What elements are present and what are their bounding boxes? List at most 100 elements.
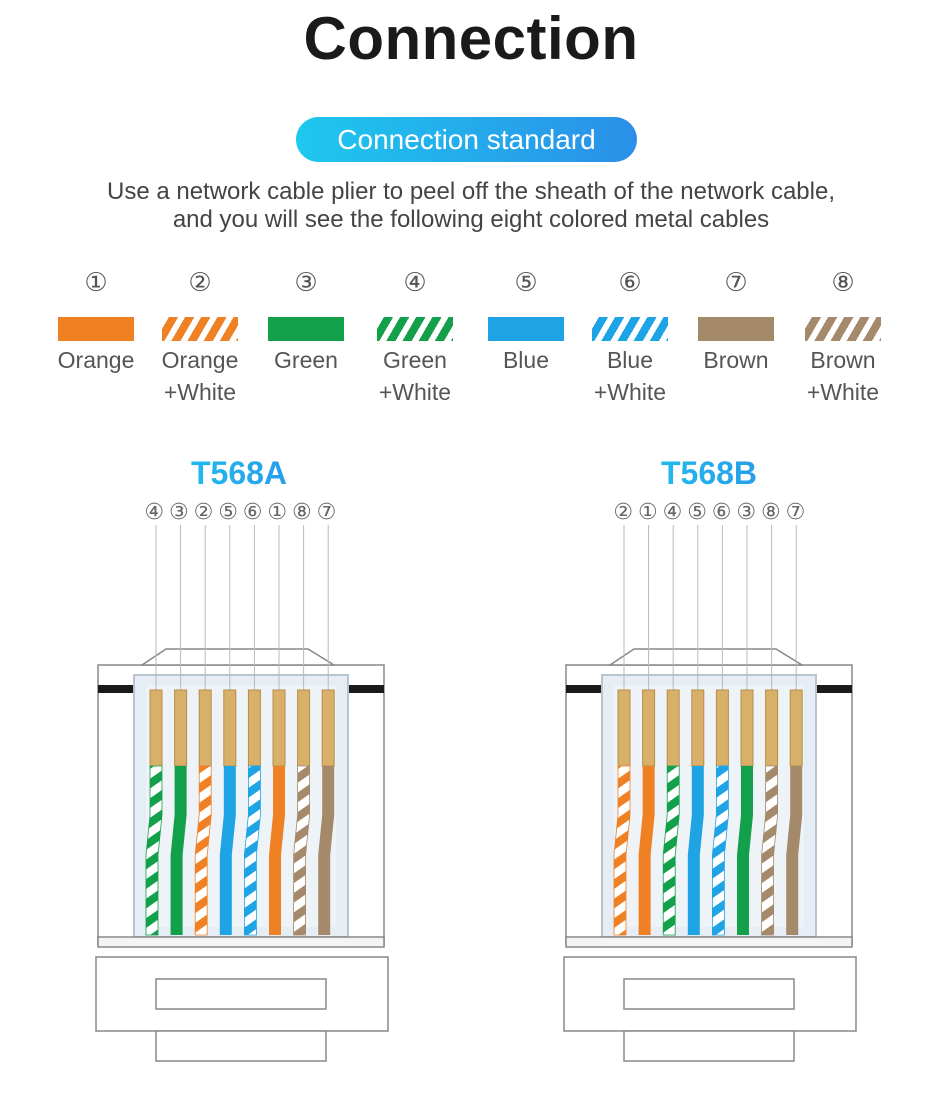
plug-collar — [565, 936, 853, 948]
wire-conductor — [761, 765, 778, 936]
pin-number: ⑤ — [687, 500, 707, 525]
legend-number: ④ — [403, 268, 427, 298]
pin-number: ⑤ — [218, 500, 238, 525]
standard-title-t568a: T568A — [139, 455, 339, 492]
page-title: Connection — [303, 5, 639, 72]
plug-cable — [155, 1030, 327, 1062]
legend-label: Green — [383, 347, 447, 373]
wire-color-legend: ① Orange ② Orange +White ③ Green ④ Green… — [0, 265, 942, 415]
rj45-plug-t568b — [563, 525, 857, 1062]
brown-white-swatch — [805, 317, 881, 341]
legend-label: Blue — [502, 347, 550, 373]
wire-conductor — [170, 766, 187, 935]
legend-number: ⑥ — [618, 268, 642, 298]
orange-swatch — [58, 317, 134, 341]
legend-item-6: ⑥ Blue +White — [575, 265, 685, 405]
legend-item-2: ② Orange +White — [145, 265, 255, 405]
legend-item-1: ① Orange — [41, 265, 151, 379]
pin-number: ① — [638, 500, 658, 525]
legend-label: Brown — [703, 347, 769, 373]
wire-conductor — [293, 765, 310, 936]
gold-contact — [642, 689, 656, 767]
standard-title-t568b: T568B — [609, 455, 809, 492]
legend-label: Green — [274, 347, 338, 373]
wire-conductor — [318, 766, 335, 935]
wire-conductor — [244, 765, 261, 936]
legend-number: ⑧ — [831, 268, 855, 298]
pin-number: ① — [267, 500, 287, 525]
pin-number: ② — [193, 500, 214, 525]
pin-number: ③ — [169, 500, 189, 525]
wire-conductor — [613, 765, 631, 936]
gold-contact — [666, 689, 680, 767]
gold-contact — [617, 689, 631, 767]
legend-item-4: ④ Green +White — [360, 265, 470, 405]
wire-conductor — [662, 765, 680, 936]
gold-contact — [149, 689, 163, 767]
orange-white-swatch — [162, 317, 238, 341]
legend-item-3: ③ Green — [251, 265, 361, 379]
pin-number: ⑥ — [711, 500, 732, 525]
description-line-1: Use a network cable plier to peel off th… — [107, 178, 835, 205]
legend-label: Orange — [161, 347, 239, 373]
plug-boot-window — [623, 978, 795, 1010]
gold-contact — [789, 689, 803, 767]
gold-contact — [198, 689, 212, 767]
wire-conductor — [687, 766, 704, 935]
gold-contact — [297, 689, 311, 767]
gold-contact — [223, 689, 237, 767]
wire-conductor — [194, 765, 212, 936]
wire-conductor — [638, 766, 655, 935]
legend-number: ① — [84, 268, 108, 298]
blue-swatch — [488, 317, 564, 341]
plug-boot-window — [155, 978, 327, 1010]
legend-item-5: ⑤ Blue — [471, 265, 581, 379]
plug-top-ridge — [139, 648, 337, 666]
pin-number: ② — [613, 500, 633, 525]
pin-number: ⑦ — [316, 500, 337, 525]
gold-contact — [715, 689, 729, 767]
legend-number: ② — [188, 268, 212, 298]
legend-label-suffix: +White — [378, 379, 452, 405]
wire-conductor — [712, 765, 729, 936]
green-white-swatch — [377, 317, 453, 341]
pin-number: ③ — [736, 500, 756, 525]
legend-label: Brown — [810, 347, 876, 373]
wire-conductor — [145, 765, 163, 936]
legend-label-suffix: +White — [806, 379, 880, 405]
blue-white-swatch — [592, 317, 668, 341]
pin-number: ⑧ — [760, 500, 781, 525]
section-badge: Connection standard — [296, 117, 637, 162]
pin-number: ⑦ — [785, 500, 806, 525]
wire-conductor — [786, 766, 803, 935]
legend-item-8: ⑧ Brown +White — [788, 265, 898, 405]
wire-conductor — [269, 766, 285, 935]
legend-number: ③ — [294, 268, 318, 298]
gold-contact — [247, 689, 261, 767]
rj45-plug-t568a — [95, 525, 389, 1062]
plug-top-ridge — [607, 648, 805, 666]
legend-label: Blue — [606, 347, 654, 373]
plug-collar — [97, 936, 385, 948]
wire-conductor — [737, 766, 753, 935]
legend-item-7: ⑦ Brown — [681, 265, 791, 379]
legend-label-suffix: +White — [163, 379, 237, 405]
legend-number: ⑤ — [514, 268, 538, 298]
gold-contact — [321, 689, 335, 767]
plug-cable — [623, 1030, 795, 1062]
brown-swatch — [698, 317, 774, 341]
pin-number: ⑧ — [291, 500, 312, 525]
legend-number: ⑦ — [724, 268, 748, 298]
gold-contact — [691, 689, 705, 767]
gold-contact — [272, 689, 286, 767]
wire-conductor — [219, 766, 236, 935]
pin-number: ④ — [144, 500, 164, 525]
legend-label: Orange — [57, 347, 135, 373]
gold-contact — [740, 689, 754, 767]
pin-number: ④ — [662, 500, 683, 525]
description-line-2: and you will see the following eight col… — [172, 206, 770, 233]
pin-number: ⑥ — [242, 500, 263, 525]
gold-contact — [765, 689, 779, 767]
